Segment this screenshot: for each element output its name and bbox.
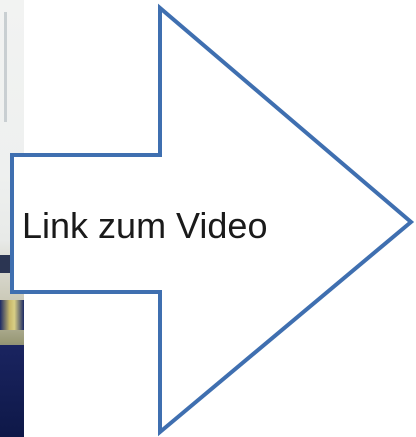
arrow-label: Link zum Video [22, 200, 342, 252]
